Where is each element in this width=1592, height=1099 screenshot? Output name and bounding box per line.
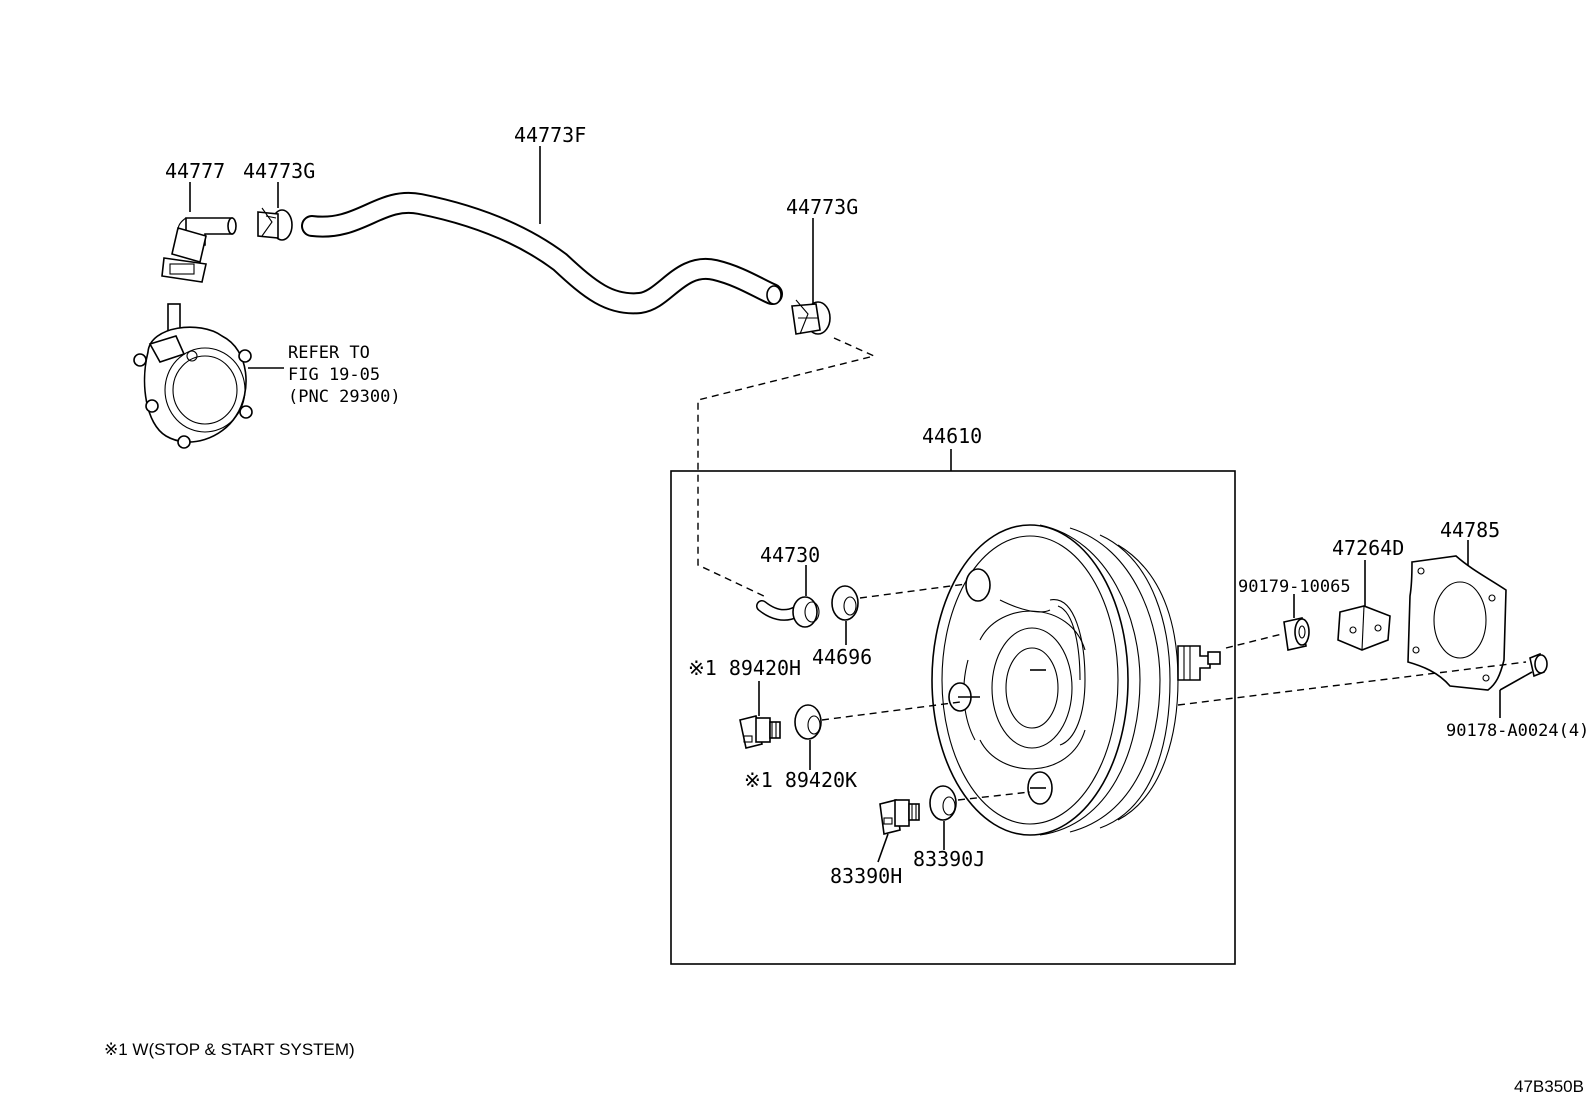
gasket-44785[interactable] xyxy=(1407,555,1507,691)
leader-83390H xyxy=(877,833,889,863)
label-90178-A0024: 90178-A0024(4) xyxy=(1446,721,1589,741)
booster-assembly-frame xyxy=(670,470,1236,965)
brake-booster[interactable] xyxy=(931,524,1221,836)
grommet-89420K[interactable] xyxy=(794,704,822,740)
grommet-44696[interactable] xyxy=(831,585,859,621)
check-valve-44730[interactable] xyxy=(756,596,820,628)
label-44610: 44610 xyxy=(922,424,982,448)
label-90179-10065: 90179-10065 xyxy=(1238,577,1351,597)
sensor-89420H[interactable] xyxy=(739,715,781,749)
hose-clip-44773G-right[interactable] xyxy=(791,299,831,335)
sensor-83390H[interactable] xyxy=(879,799,920,835)
refer-line-1: REFER TO xyxy=(288,343,370,363)
label-89420H: ※1 89420H xyxy=(688,656,801,680)
connection-dashes xyxy=(697,337,1527,801)
vacuum-pump[interactable] xyxy=(133,303,253,449)
figure-code: 47B350B xyxy=(1514,1077,1584,1096)
label-83390J: 83390J xyxy=(913,847,985,871)
hose-clip-44773G-left[interactable] xyxy=(257,207,293,241)
hose-connector-44777[interactable] xyxy=(161,217,237,283)
nut-90179-10065[interactable] xyxy=(1283,617,1310,651)
grommet-83390J[interactable] xyxy=(929,785,957,821)
label-44785: 44785 xyxy=(1440,518,1500,542)
footnote: ※1 W(STOP & START SYSTEM) xyxy=(104,1040,355,1059)
label-44777: 44777 xyxy=(165,159,225,183)
label-47264D: 47264D xyxy=(1332,536,1404,560)
label-89420K: ※1 89420K xyxy=(744,768,857,792)
refer-line-2: FIG 19-05 xyxy=(288,365,380,385)
nut-90178-A0024[interactable] xyxy=(1529,652,1548,678)
clevis-47264D[interactable] xyxy=(1337,605,1391,651)
label-44730: 44730 xyxy=(760,543,820,567)
label-44773F: 44773F xyxy=(514,123,586,147)
label-44696: 44696 xyxy=(812,645,872,669)
refer-line-3: (PNC 29300) xyxy=(288,387,401,407)
vacuum-hose-44773F[interactable] xyxy=(301,191,783,315)
label-44773G-right: 44773G xyxy=(786,195,858,219)
label-83390H: 83390H xyxy=(830,864,902,888)
label-44773G-left: 44773G xyxy=(243,159,315,183)
